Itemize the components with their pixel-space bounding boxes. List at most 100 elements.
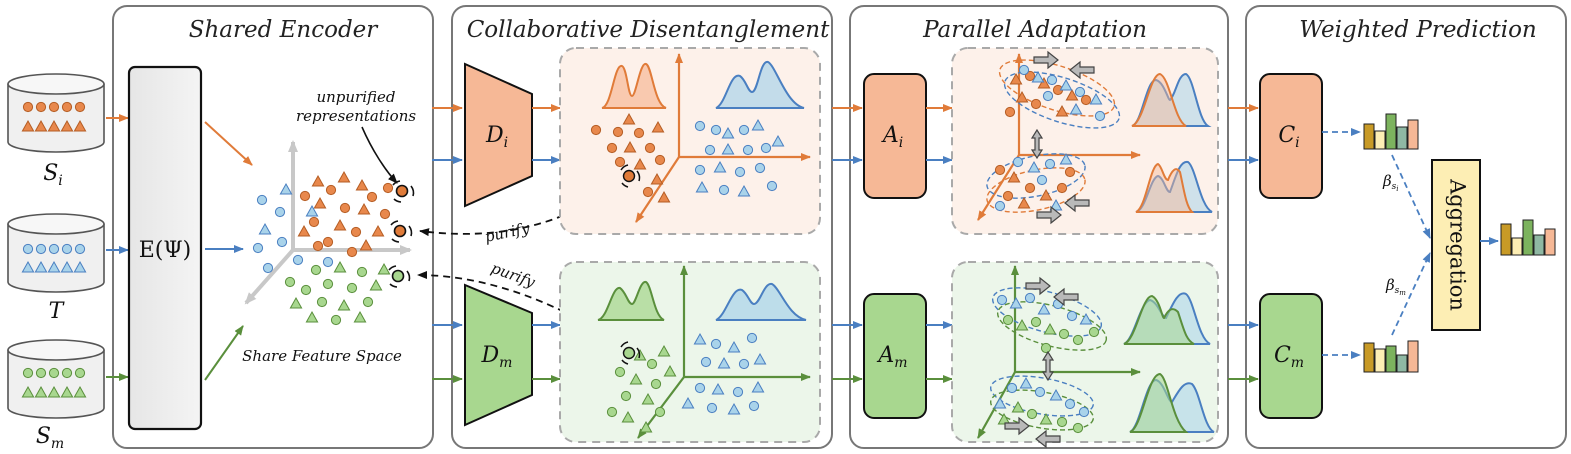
adaptation-point (1040, 342, 1052, 354)
disentangle-point (753, 352, 767, 365)
feature-point (279, 182, 293, 195)
encoder-block (127, 65, 203, 431)
adaptation-point (1024, 292, 1036, 304)
adapter-a-i (863, 73, 927, 199)
adaptation-point (1027, 160, 1041, 173)
disentangle-point (693, 332, 707, 345)
feature-point (316, 296, 328, 308)
adaptation-point (1056, 182, 1068, 194)
adaptation-point (1019, 376, 1033, 389)
disentangle-point (727, 340, 741, 353)
adaptation-point (1015, 90, 1029, 103)
caption-share-feature-space: Share Feature Space (242, 347, 402, 365)
cylinder-source-i (7, 73, 105, 153)
classifier-c-i (1259, 73, 1323, 199)
disentangle-point (713, 160, 727, 173)
feature-point (252, 242, 264, 254)
disentangle-point (651, 120, 665, 133)
cylinder-point (61, 243, 73, 255)
adaptation-point (1089, 92, 1103, 105)
disentangle-point (748, 400, 760, 412)
disentangle-point (650, 172, 664, 185)
cylinder-point (73, 260, 87, 273)
disentangle-point (622, 112, 636, 125)
disentangle-point (663, 364, 677, 377)
disentangle-point (629, 372, 643, 385)
cylinder-point (60, 119, 74, 132)
adaptation-point (1059, 78, 1073, 91)
disentangle-point (650, 378, 662, 390)
cylinder-point (21, 385, 35, 398)
disentangle-point (590, 124, 602, 136)
adaptation-point (1080, 94, 1092, 106)
adaptation-point (1002, 314, 1014, 326)
disentangle-point (639, 420, 653, 433)
disentangle-point (734, 166, 746, 178)
cluster-ellipses (986, 59, 1121, 431)
disentangle-point (754, 162, 766, 174)
adaptation-point (1078, 406, 1090, 418)
cylinder-point (48, 367, 60, 379)
adaptation-point (1036, 174, 1048, 186)
note-unpurified-1: unpurified (316, 88, 395, 106)
adaptation-point (1039, 188, 1053, 201)
align-arrows (1004, 50, 1095, 449)
adaptation-point (1058, 328, 1070, 340)
label-c-m: Cm (1274, 343, 1304, 371)
adaptation-point (994, 164, 1006, 176)
adaptation-point (1039, 412, 1053, 425)
feature-point (366, 191, 378, 203)
encoder-label: E(Ψ) (139, 238, 192, 263)
cylinder-point (35, 101, 47, 113)
final-prediction-bars (1500, 219, 1556, 256)
dist-disentangle-i-blue (715, 61, 805, 109)
cylinder-point (21, 260, 35, 273)
weight-arrow-i (1391, 154, 1431, 239)
adaptation-point (1065, 88, 1079, 101)
disentangle-point (711, 382, 725, 395)
disentangle-point (657, 190, 671, 203)
adaptation-point (1088, 326, 1100, 338)
adaptation-point (1072, 334, 1084, 346)
adaptation-point (1034, 386, 1046, 398)
feature-point (322, 236, 334, 248)
cylinder-point (47, 119, 61, 132)
disentangle-point (606, 142, 618, 154)
cylinder-point (61, 367, 73, 379)
adaptation-point (1066, 310, 1078, 322)
feature-point (274, 206, 286, 218)
adaptation-point (1094, 110, 1106, 122)
label-source-m: Sm (36, 424, 64, 452)
cylinder-point (74, 367, 86, 379)
label-a-i: Ai (881, 123, 903, 151)
cylinder-point (74, 243, 86, 255)
feature-point (299, 190, 311, 202)
feature-point (382, 182, 394, 194)
disentangle-point (732, 386, 744, 398)
adaptation-point (1072, 422, 1084, 434)
feature-point (379, 208, 391, 220)
cylinder-point (22, 101, 34, 113)
cylinder-source-m (7, 339, 105, 419)
feature-point (300, 284, 312, 296)
disentangle-point (751, 118, 765, 131)
adaptation-point (1064, 166, 1076, 178)
feature-point (284, 276, 296, 288)
adaptation-point (1037, 76, 1051, 89)
adaptation-point (1055, 104, 1069, 117)
disentangle-point (706, 402, 718, 414)
adaptation-point (1006, 382, 1018, 394)
feature-point (313, 196, 327, 209)
feature-point (289, 296, 303, 309)
adaptation-point (1024, 182, 1036, 194)
cylinder-point (34, 260, 48, 273)
label-c-i: Ci (1278, 123, 1299, 151)
cylinder-point (60, 385, 74, 398)
disentangle-point (642, 186, 654, 198)
disentangle-point (710, 124, 722, 136)
label-d-i: Di (485, 123, 508, 151)
disentangle-point (695, 180, 709, 193)
feature-point (256, 194, 268, 206)
disentangle-point (614, 366, 626, 378)
